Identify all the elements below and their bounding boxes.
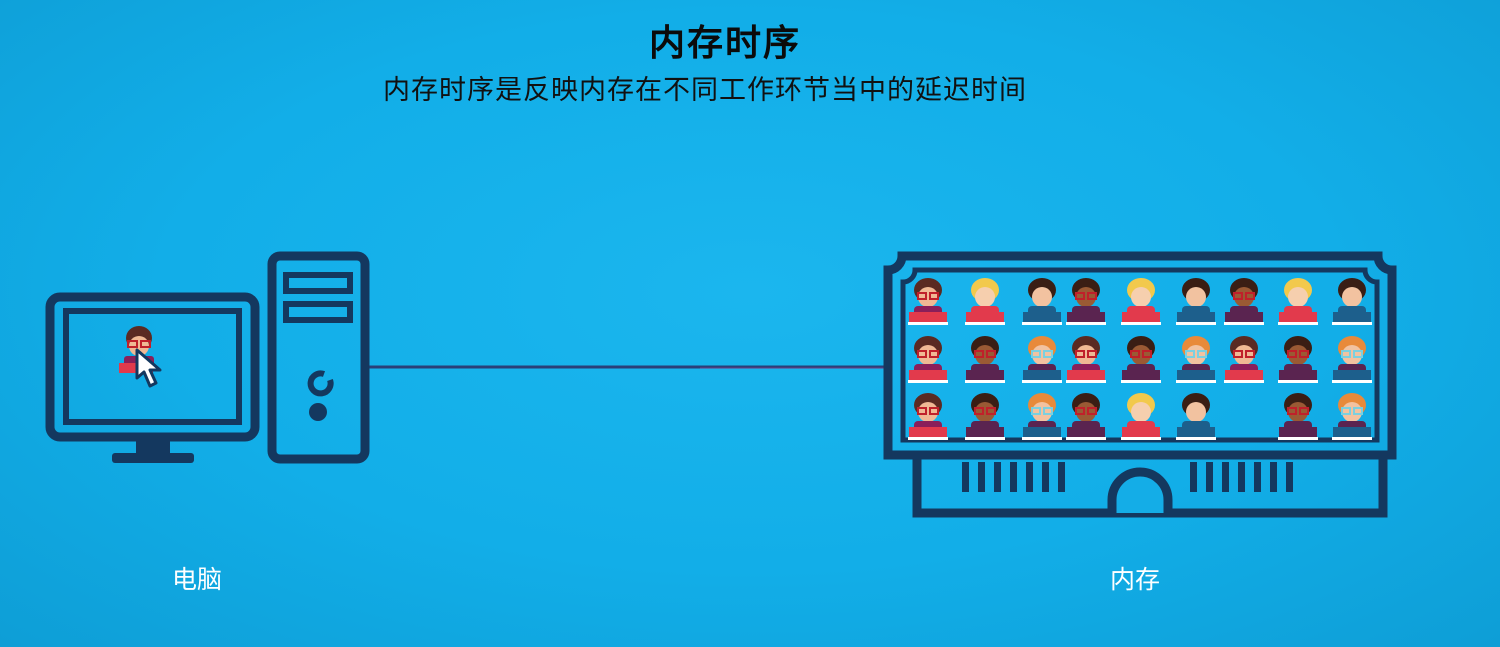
memory-cell-person-icon: [1121, 278, 1161, 325]
memory-cell-person-icon: [1278, 336, 1318, 383]
memory-cell-person-icon: [1176, 336, 1216, 383]
page-title: 内存时序: [648, 23, 801, 64]
memory-pin: [1058, 462, 1065, 492]
memory-cell-person-icon: [1224, 336, 1264, 383]
memory-pin: [1206, 462, 1213, 492]
memory-cell-person-icon: [1066, 278, 1106, 325]
memory-cell-person-icon: [1121, 393, 1161, 440]
memory-cell-person-icon: [1224, 278, 1264, 325]
memory-pin: [978, 462, 985, 492]
memory-cell-person-icon: [965, 336, 1005, 383]
memory-module-icon: [883, 251, 1397, 518]
memory-cell-person-icon: [1176, 393, 1216, 440]
memory-pin: [1254, 462, 1261, 492]
memory-cell-person-icon: [1332, 336, 1372, 383]
memory-cell-person-icon: [1278, 278, 1318, 325]
cursor-icon: [135, 348, 162, 388]
memory-cell-person-icon: [1332, 393, 1372, 440]
memory-pin: [1190, 462, 1197, 492]
memory-cell-person-icon: [1278, 393, 1318, 440]
memory-cell-person-icon: [965, 278, 1005, 325]
memory-cell-person-icon: [1022, 278, 1062, 325]
memory-pin: [1238, 462, 1245, 492]
memory-cell-person-icon: [908, 393, 948, 440]
memory-cell-person-icon: [1332, 278, 1372, 325]
memory-cell-person-icon: [1176, 278, 1216, 325]
memory-pin: [1270, 462, 1277, 492]
memory-cell-person-icon: [1121, 336, 1161, 383]
memory-pin: [1010, 462, 1017, 492]
memory-cell-person-icon: [1066, 393, 1106, 440]
memory-pin: [994, 462, 1001, 492]
memory-pin: [1042, 462, 1049, 492]
memory-cell-person-icon: [1022, 393, 1062, 440]
memory-pin: [962, 462, 969, 492]
memory-pin: [1286, 462, 1293, 492]
memory-cell-person-icon: [965, 393, 1005, 440]
computer-label: 电脑: [172, 565, 223, 594]
monitor-icon: [45, 292, 260, 463]
memory-pin: [1026, 462, 1033, 492]
page-subtitle: 内存时序是反映内存在不同工作环节当中的延迟时间: [383, 75, 1027, 106]
memory-cell-person-icon: [908, 278, 948, 325]
memory-label: 内存: [1110, 565, 1161, 594]
memory-cell-person-icon: [908, 336, 948, 383]
memory-pin: [1222, 462, 1229, 492]
memory-cell-person-icon: [1022, 336, 1062, 383]
memory-cell-person-icon: [1066, 336, 1106, 383]
pc-tower-icon: [267, 251, 370, 464]
